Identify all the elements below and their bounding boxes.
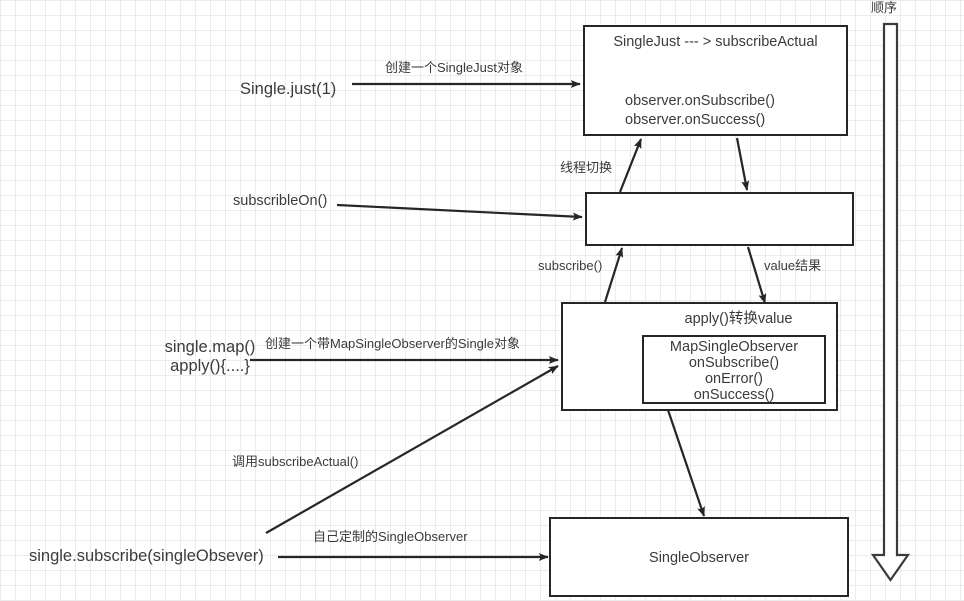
edge-thread-switch-up [618, 138, 643, 193]
call-single-just: Single.just(1) [240, 80, 337, 98]
box-single-observer [549, 517, 849, 597]
call-single-map-line-2: apply(){....} [170, 357, 250, 375]
sequence-label: 顺序 [871, 0, 898, 15]
single-just-line-2: observer.onSuccess() [625, 112, 766, 128]
map-observer-line-3: onError() [704, 371, 763, 387]
map-observer-line-4: onSuccess() [693, 387, 775, 403]
edge-subscribe-up [603, 247, 624, 303]
edge-subscribe-on [336, 203, 583, 221]
edge-label-call-subscribe-actual: 调用subscribeActual() [232, 454, 359, 469]
edge-map-to-observer [666, 409, 706, 517]
map-observer-line-2: onSubscribe() [688, 355, 780, 371]
box-single-just [583, 25, 848, 136]
edge-label-create-singlejust: 创建一个SingleJust对象 [385, 60, 523, 75]
box-thread-switch [585, 192, 854, 246]
single-just-header: SingleJust --- > subscribeActual [613, 34, 818, 50]
map-box-header: apply()转换value [684, 311, 793, 327]
call-subscribe-on: subscribleOn() [233, 193, 328, 209]
single-observer-label: SingleObserver [649, 550, 749, 566]
box-map-single-observer [642, 335, 826, 404]
call-single-subscribe: single.subscribe(singleObsever) [29, 547, 264, 565]
call-single-map-line-1: single.map() [164, 338, 256, 356]
edge-label-custom-single-observer: 自己定制的SingleObserver [313, 529, 468, 544]
edge-label-thread-switch: 线程切换 [560, 160, 613, 175]
sequence-arrow [870, 22, 911, 582]
edge-call-subscribe-actual [265, 365, 559, 534]
edge-label-subscribe: subscribe() [538, 258, 603, 273]
edge-label-create-map-single: 创建一个带MapSingleObserver的Single对象 [265, 336, 521, 351]
edge-label-value-result: value结果 [764, 258, 822, 273]
edge-value-result [746, 246, 767, 304]
edge-singlejust-down [735, 137, 750, 191]
single-just-line-1: observer.onSubscribe() [625, 93, 775, 109]
map-observer-line-1: MapSingleObserver [669, 339, 799, 355]
